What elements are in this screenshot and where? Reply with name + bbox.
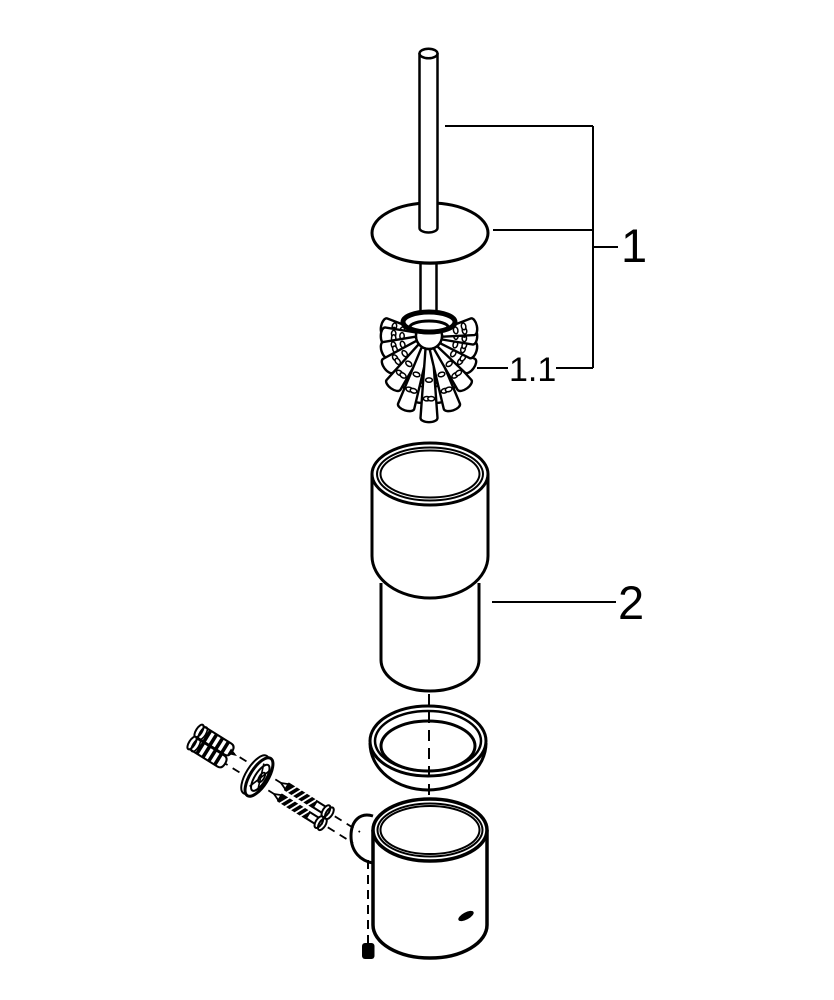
wall-bracket xyxy=(349,813,374,865)
escutcheon-plate xyxy=(240,754,275,798)
brand-logo-mark xyxy=(458,910,474,922)
brush-assembly xyxy=(370,47,490,424)
plumb-weight xyxy=(362,943,375,959)
wall-holder xyxy=(349,797,489,960)
container-cylinder xyxy=(370,441,490,693)
handle-rod xyxy=(418,47,439,234)
callout-label-1: 1 xyxy=(621,219,647,272)
callout-label-1-1: 1.1 xyxy=(509,351,556,389)
wall-anchor xyxy=(186,735,228,769)
callout-label-2: 2 xyxy=(618,576,644,629)
seal-ring xyxy=(368,704,488,792)
mounting-hardware xyxy=(186,723,361,844)
callout-leaders xyxy=(445,125,618,603)
brush-head-tufts xyxy=(379,317,479,424)
brush-collar xyxy=(400,309,458,335)
brush-head xyxy=(379,309,479,424)
mounting-screw xyxy=(279,781,335,821)
mounting-screw xyxy=(272,792,328,832)
direction-arrow-icon xyxy=(227,748,237,756)
